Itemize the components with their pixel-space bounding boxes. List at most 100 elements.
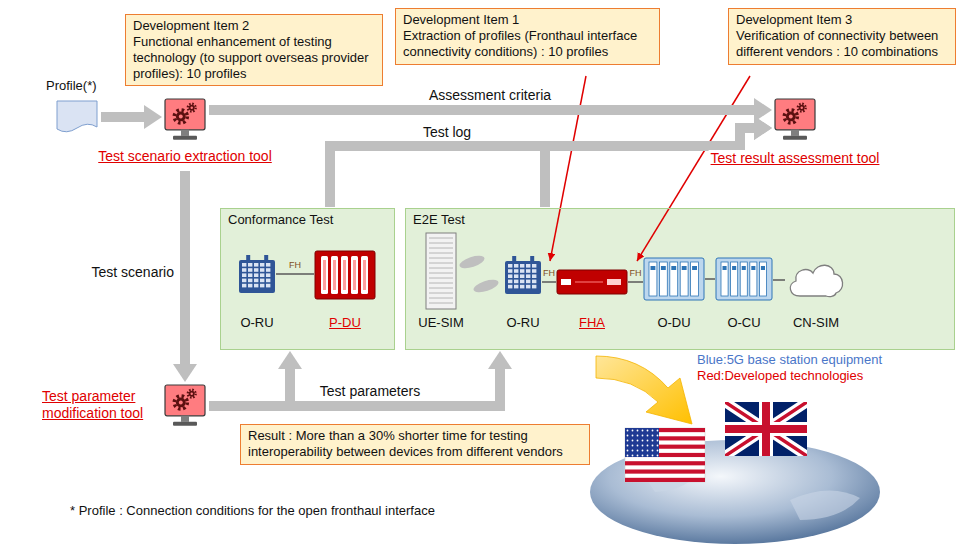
radio-unit-shape [508,269,512,273]
radio-unit-shape [266,268,270,272]
legend-entry: Blue:5G base station equipment [697,352,882,367]
node-heading: Development Item 3 [736,12,948,28]
radio-unit-shape [532,285,536,289]
tool-icon-shape [165,385,205,416]
radio-unit-shape [514,280,518,284]
yellow-arrow [596,356,692,424]
ue-simulator-shape [429,273,453,274]
flow-arrow [545,128,754,207]
leader-arrow [637,76,750,261]
fronthaul-link [628,281,643,283]
radio-unit-shape [248,279,252,283]
core-simulator-shape [790,265,842,296]
radio-unit-shape [508,285,512,289]
pdu-unit-shape [341,256,348,294]
flow-arrow [101,112,144,122]
core-simulator-shape [786,260,846,300]
tool-icon-shape [189,105,195,111]
distributed-unit-shape [644,258,704,300]
fha-unit-shape [561,279,571,285]
radio-unit-shape [508,280,512,284]
fha-unit-shape [557,270,627,294]
node-heading: Conformance Test [221,209,394,227]
radio-unit-shape [520,269,524,273]
node-heading: E2E Test [406,209,954,227]
fha-unit-shape [557,270,627,294]
edge-label: Assessment criteria [426,87,554,103]
pdu-unit-shape [315,251,375,299]
fronthaul-link [773,279,785,281]
radio-unit-shape [242,279,246,283]
central-unit-shape [716,258,772,300]
tool-icon-shape [783,136,807,140]
yellow-arrow [596,356,692,424]
us-flag [625,428,705,482]
flow-arrow [209,105,754,115]
us-flag [625,428,659,457]
leader-arrow [550,76,750,261]
radio-unit: O-RU [236,255,278,341]
central-unit-shape [750,262,757,296]
fha-unit-shape [607,279,621,285]
tool-icon-shape [784,110,797,123]
ue-simulator-shape [429,263,453,264]
tool-icon: Test parameter modification tool [40,384,210,430]
us-flag [625,428,705,482]
radio-unit-shape [266,284,270,288]
node-label: O-CU [727,315,760,330]
radio-unit-shape [260,284,264,288]
tool-icon-shape [179,401,183,405]
radio-unit-shape [526,285,530,289]
radio-unit-shape [239,260,275,293]
pdu-unit-shape [315,251,375,299]
node-heading: Development Item 1 [403,12,652,28]
edge-label: Test log [420,124,474,140]
radio-unit-shape [239,255,275,293]
radio-unit-shape [248,263,252,267]
radio-unit-shape [242,273,246,277]
tool-icon-shape [775,99,815,130]
uk-flag [725,402,807,456]
ue-simulator-shape [429,268,453,269]
tool-icon-shape [789,115,793,119]
radio-unit-shape [505,256,541,294]
central-unit-shape [721,262,728,296]
pdu-unit: P-DU [313,251,377,341]
node-body: Functional enhancement of testing techno… [133,34,375,82]
radio-unit-shape [254,263,258,267]
distributed-unit-shape [691,262,699,296]
tool-icon-shape [179,115,183,119]
fronthaul-link [542,281,556,283]
tool-icon-shape [798,104,806,112]
uk-flag [725,402,807,456]
radio-unit-shape [508,274,512,278]
ue-simulator-shape [426,233,456,309]
radio-unit-shape [532,280,536,284]
central-unit-shape [740,262,747,296]
us-flag [625,478,705,482]
tool-icon-shape [191,392,193,394]
fronthaul-link [276,273,314,275]
tool-icon-shape [164,384,206,428]
ue-simulator-shape [429,298,453,299]
edge-label: FH [630,268,642,278]
ue-simulator-shape [429,288,453,289]
distributed-unit-shape [649,262,657,296]
tool-icon-shape [786,112,796,122]
node-label: Test result assessment tool [709,150,882,167]
callout-box: Development Item 3Verification of connec… [728,8,956,65]
tool-icon-shape [176,112,186,122]
radio-unit-shape [260,273,264,277]
pdu-unit-shape [351,256,358,294]
radio-unit-shape [266,279,270,283]
node-label: UE-SIM [418,315,464,330]
us-flag [625,470,705,474]
profile-document-shape [56,100,98,134]
radio-unit-shape [505,256,541,294]
uk-flag [725,402,807,456]
tool-icon-shape [189,391,195,397]
ue-simulator-shape [429,238,453,239]
radio-unit-shape [260,263,264,267]
result-box: Result : More than a 30% shorter time fo… [240,424,590,465]
